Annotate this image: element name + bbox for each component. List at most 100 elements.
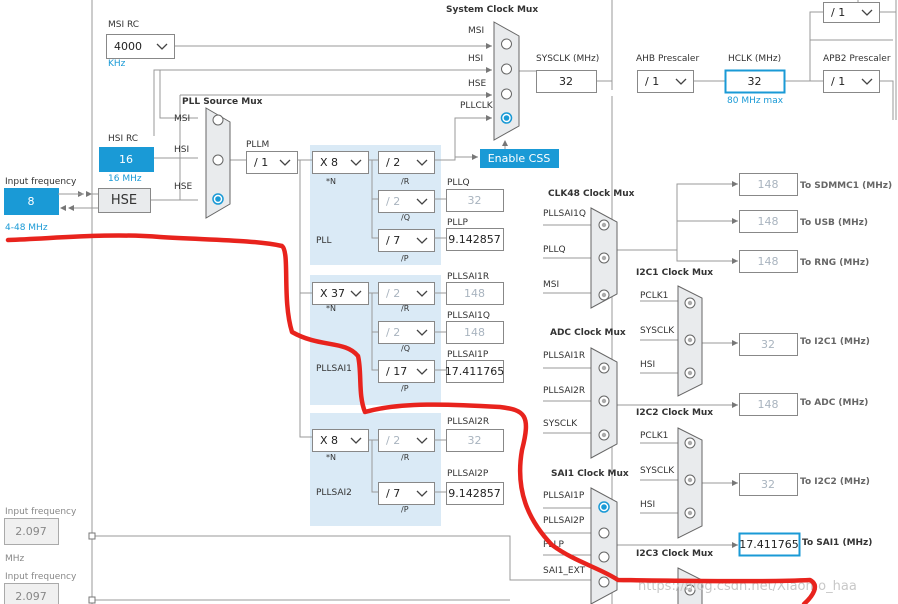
- pll-n-bus: [371, 160, 378, 239]
- msi-to-pllmux-line: [159, 70, 198, 119]
- mux-selector-option[interactable]: [212, 193, 224, 205]
- hclk-label: HCLK (MHz): [728, 54, 781, 64]
- system-clock-mux: [493, 21, 520, 141]
- pllq-value-frame: [446, 189, 504, 212]
- system-clock-mux-title: System Clock Mux: [446, 5, 538, 15]
- pllp-value-text: 9.142857: [448, 233, 501, 246]
- ahb-prescaler-select[interactable]: / 1: [637, 70, 694, 93]
- pllsai2p-value-frame: [446, 482, 504, 505]
- mux-selector-option[interactable]: [501, 63, 512, 75]
- pllsai2-r-divider-select[interactable]: / 2: [378, 429, 435, 452]
- pll-n-multiplier-select[interactable]: X 8: [312, 151, 369, 174]
- pllsai1-n-multiplier-select-frame: [312, 282, 369, 305]
- pllsai1q-value-text: 148: [464, 326, 485, 339]
- apb2-prescaler-select[interactable]: / 1: [823, 70, 880, 93]
- mux-selector-option[interactable]: [684, 507, 696, 519]
- arrow-head-icon: [732, 340, 738, 346]
- mux-selector-option[interactable]: [598, 362, 610, 374]
- clk48-output-value: 148: [739, 210, 798, 233]
- chevron-down-icon: [416, 159, 428, 166]
- ext-input-frequency-field[interactable]: 2.097: [4, 583, 59, 604]
- pllsai2-n-multiplier-select-frame: [312, 429, 369, 452]
- pll-p-divider-select[interactable]: / 7: [378, 229, 435, 252]
- apb2-prescaler-label: APB2 Prescaler: [823, 54, 891, 64]
- arrow-head-icon: [486, 92, 492, 98]
- msi-unit-label: KHz: [108, 59, 126, 69]
- pll-r-label: /R: [401, 177, 410, 186]
- pllsai1-q-divider-select[interactable]: / 2: [378, 321, 435, 344]
- enable-css-button[interactable]: Enable CSS: [480, 149, 559, 168]
- mux-selector-option[interactable]: [598, 219, 610, 231]
- ahb-prescaler-label: AHB Prescaler: [636, 54, 699, 64]
- pllsai1p-value-text: 17.411765: [445, 365, 505, 378]
- clk48-output-value-text: 148: [758, 255, 779, 268]
- adc-output-value-text: 148: [758, 398, 779, 411]
- pllsai2p-value-text: 9.142857: [448, 487, 501, 500]
- pllsai1-p-divider-select[interactable]: / 17: [378, 360, 435, 383]
- mux-selector-option[interactable]: [598, 395, 610, 407]
- sai1-clock-mux: [590, 487, 618, 604]
- mux-selector-option[interactable]: [212, 114, 224, 126]
- pllsai2p-value: 9.142857: [446, 482, 504, 505]
- i2c2-output-value-text: 32: [761, 478, 775, 491]
- pllsai1r-value-text: 148: [464, 287, 485, 300]
- mux-selector-option[interactable]: [684, 334, 696, 346]
- pllsai1-r-divider-select[interactable]: / 2: [378, 282, 435, 305]
- pll-r-divider-select[interactable]: / 2: [378, 151, 435, 174]
- mux-selector-option[interactable]: [212, 154, 224, 166]
- mux-selector-option[interactable]: [501, 88, 512, 100]
- pllsai2r-value-text: 32: [468, 434, 482, 447]
- hclk-value-field[interactable]: 32: [724, 69, 786, 94]
- sai1-input-sai1-ext: SAI1_EXT: [543, 566, 586, 576]
- lsi-input-frequency-field[interactable]: 2.097: [4, 518, 59, 545]
- pll-p-divider-select-frame: [378, 229, 435, 252]
- mux-selector-option[interactable]: [598, 527, 610, 539]
- mux-selector-option[interactable]: [501, 38, 512, 50]
- i2c3-clock-mux: [677, 567, 703, 604]
- msi-frequency-select[interactable]: 4000: [106, 34, 175, 59]
- mux-selector-option[interactable]: [684, 474, 696, 486]
- hsi-frequency-value-frame: [99, 147, 154, 172]
- mux-selector-option[interactable]: [598, 289, 610, 301]
- mux-selector-option[interactable]: [684, 437, 696, 449]
- pllsai1-r-divider-select-value: / 2: [386, 287, 400, 300]
- i2c1-output-value: 32: [739, 333, 798, 356]
- mux-selector-option[interactable]: [598, 576, 610, 588]
- pllsai2-r-label: /R: [401, 453, 410, 462]
- sai1-input-pllsai1p: PLLSAI1P: [543, 491, 585, 501]
- clk48-input-pllsai1q: PLLSAI1Q: [543, 209, 586, 219]
- ahb-prescaler-select-frame: [637, 70, 694, 93]
- pllsai1q-label: PLLSAI1Q: [447, 311, 490, 321]
- css-line: [454, 156, 478, 160]
- i2c1-clock-mux: [677, 285, 703, 397]
- apb1-prescaler-select[interactable]: / 1: [823, 2, 880, 23]
- pllsai1r-value: 148: [446, 282, 504, 305]
- hse-input-frequency-field[interactable]: 8: [4, 188, 59, 215]
- pllsai2-n-multiplier-select[interactable]: X 8: [312, 429, 369, 452]
- pllsai1-n-multiplier-select[interactable]: X 37: [312, 282, 369, 305]
- input-frequency-label: Input frequency: [5, 177, 77, 187]
- mux-selector-option[interactable]: [684, 297, 696, 309]
- chevron-down-icon: [350, 159, 362, 166]
- clk48-sdmmc-line: [617, 183, 738, 251]
- mux-selector-option[interactable]: [500, 112, 513, 124]
- pllp-label: PLLP: [447, 218, 468, 228]
- pllsai1-q-label: /Q: [401, 344, 410, 353]
- hse-button[interactable]: HSE: [98, 188, 151, 213]
- lsi-unit-label: MHz: [5, 554, 25, 564]
- pllsai2-p-divider-select[interactable]: / 7: [378, 482, 435, 505]
- pll-p-divider-select-value: / 7: [386, 234, 400, 247]
- pll-q-divider-select[interactable]: / 2: [378, 190, 435, 213]
- mux-selector-option[interactable]: [598, 501, 610, 513]
- msi-frequency-select-frame: [106, 34, 175, 59]
- mux-selector-option[interactable]: [684, 367, 696, 379]
- mux-selector-option[interactable]: [598, 429, 610, 441]
- mux-selector-option[interactable]: [684, 584, 696, 596]
- sai1-output-field[interactable]: 17.411765: [738, 532, 801, 557]
- chevron-down-icon: [416, 290, 428, 297]
- mux-selector-option[interactable]: [598, 252, 610, 264]
- pll-p-label: /P: [401, 254, 409, 263]
- mux-selector-option[interactable]: [598, 551, 610, 563]
- pllm-divider-select[interactable]: / 1: [246, 151, 298, 174]
